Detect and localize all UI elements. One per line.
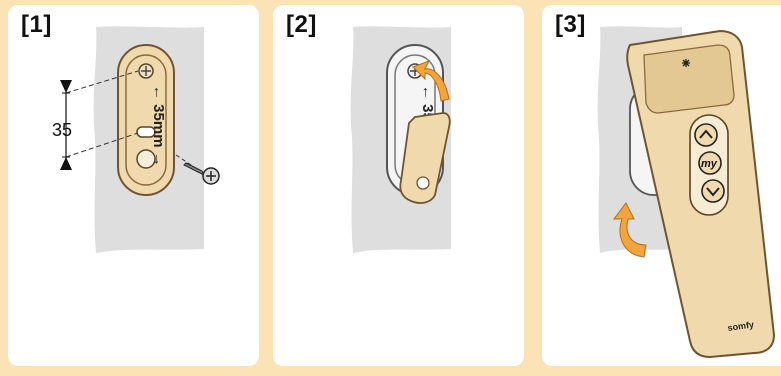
plate-marking: ← 35mm → [150, 85, 167, 167]
down-button [702, 180, 724, 202]
step-3-panel: [3] my somfy [542, 5, 781, 366]
spacing-dimension-label: 35 [52, 120, 72, 140]
step-2-panel: [2] ← 35mm → [273, 5, 524, 366]
my-button-label: my [701, 158, 718, 170]
step-1-illustration: ← 35mm → 35 [8, 5, 259, 366]
step-3-illustration: my somfy [542, 5, 781, 366]
status-light-icon [682, 59, 690, 67]
up-button [695, 124, 717, 146]
step-2-illustration: ← 35mm → [273, 5, 524, 366]
step-1-panel: [1] ← 35mm → 35 [8, 5, 259, 366]
